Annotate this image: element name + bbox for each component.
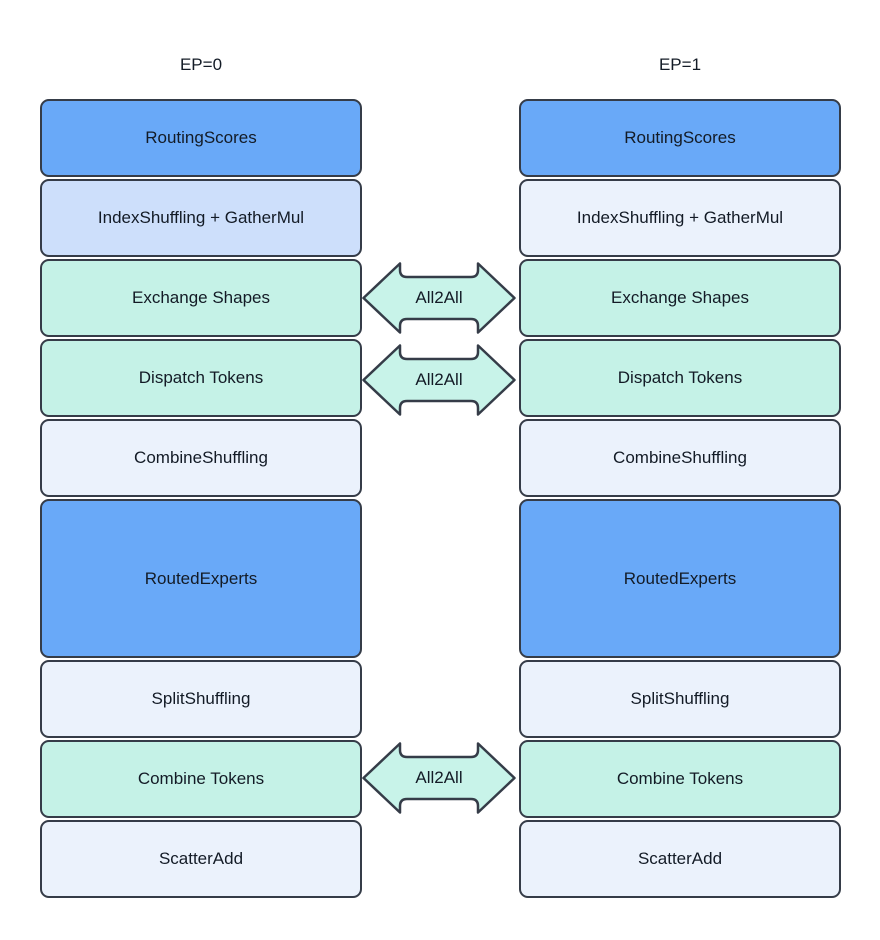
box-ep0-index-shuffling-gathermul: IndexShuffling + GatherMul (40, 179, 362, 257)
box-ep0-exchange-shapes: Exchange Shapes (40, 259, 362, 337)
box-label: CombineShuffling (613, 448, 747, 467)
arrow-label: All2All (415, 768, 463, 787)
box-ep1-combine-shuffling: CombineShuffling (519, 419, 841, 497)
box-label: CombineShuffling (134, 448, 268, 467)
box-label: SplitShuffling (630, 689, 730, 708)
box-label: Dispatch Tokens (138, 368, 264, 387)
double-arrow-icon (362, 344, 516, 416)
box-ep0-routed-experts: RoutedExperts (40, 499, 362, 658)
box-ep0-scatter-add: ScatterAdd (40, 820, 362, 898)
double-arrow-shape (362, 344, 516, 416)
ep0-column-header: EP=0 (179, 55, 223, 74)
box-ep1-index-shuffling-gathermul: IndexShuffling + GatherMul (519, 179, 841, 257)
box-ep1-routed-experts: RoutedExperts (519, 499, 841, 658)
double-arrow-icon (362, 742, 516, 814)
box-label: ScatterAdd (637, 849, 723, 868)
box-label: Combine Tokens (137, 769, 265, 788)
box-ep0-combine-tokens: Combine Tokens (40, 740, 362, 818)
box-ep1-dispatch-tokens: Dispatch Tokens (519, 339, 841, 417)
ep0-column: EP=0 RoutingScores IndexShuffling + Gath… (40, 55, 362, 898)
box-label: RoutedExperts (623, 568, 737, 588)
box-ep1-scatter-add: ScatterAdd (519, 820, 841, 898)
box-ep1-exchange-shapes: Exchange Shapes (519, 259, 841, 337)
box-label: RoutedExperts (144, 568, 258, 588)
box-label: RoutingScores (145, 128, 257, 147)
box-label: Combine Tokens (616, 769, 744, 788)
box-label: Exchange Shapes (132, 288, 270, 307)
box-label: Dispatch Tokens (617, 368, 743, 387)
ep1-column: EP=1 RoutingScores IndexShuffling + Gath… (519, 55, 841, 898)
box-ep1-routing-scores: RoutingScores (519, 99, 841, 177)
box-label: ScatterAdd (158, 849, 244, 868)
box-ep1-split-shuffling: SplitShuffling (519, 660, 841, 738)
all2all-arrow-dispatch-tokens: All2All (361, 343, 517, 417)
arrow-label: All2All (415, 370, 463, 389)
box-ep0-routing-scores: RoutingScores (40, 99, 362, 177)
box-ep0-dispatch-tokens: Dispatch Tokens (40, 339, 362, 417)
double-arrow-icon (362, 262, 516, 334)
box-label: RoutingScores (624, 128, 736, 147)
box-label: IndexShuffling + GatherMul (576, 208, 784, 227)
double-arrow-shape (362, 742, 516, 814)
box-ep1-combine-tokens: Combine Tokens (519, 740, 841, 818)
box-label: SplitShuffling (151, 689, 251, 708)
ep1-column-header: EP=1 (658, 55, 702, 74)
arrow-label: All2All (415, 288, 463, 307)
double-arrow-shape (362, 262, 516, 334)
box-ep0-split-shuffling: SplitShuffling (40, 660, 362, 738)
box-ep0-combine-shuffling: CombineShuffling (40, 419, 362, 497)
box-label: IndexShuffling + GatherMul (97, 208, 305, 227)
all2all-arrow-combine-tokens: All2All (361, 741, 517, 815)
box-label: Exchange Shapes (611, 288, 749, 307)
all2all-arrow-exchange-shapes: All2All (361, 261, 517, 335)
